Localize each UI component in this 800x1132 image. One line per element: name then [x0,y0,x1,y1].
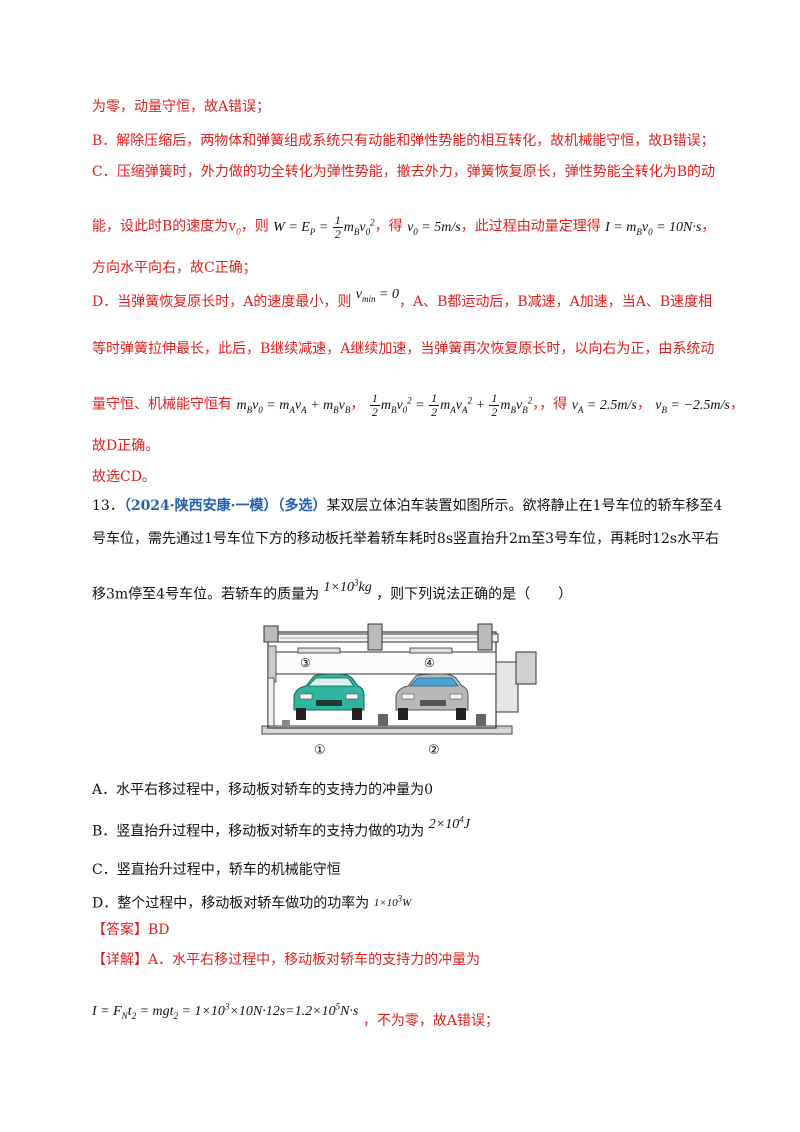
spot3-label: ③ [300,656,311,670]
silver-car-icon [395,673,469,720]
solution-line-3: C．压缩弹簧时，外力做的功全转化为弹性势能，撤去外力，弹簧恢复原长，弹性势能全转… [92,164,715,180]
detail-tag: 【详解】 [92,952,148,968]
text-frag: ，则 [240,218,269,235]
detail-line-1: 【详解】A．水平右移过程中，移动板对轿车的支持力的冲量为 [92,952,481,968]
solution-line-6: D．当弹簧恢复原长时，A的速度最小，则 vmin = 0，A、B都运动后，B减速… [92,287,713,310]
detail-line-2: I = FNt2 = mgt2 = 1×103×10N·12s=1.2×105N… [92,1001,499,1029]
v0-result: v0 = 5m/s [407,219,461,237]
answer-line: 【答案】BD [92,922,170,938]
green-car-icon [293,673,365,720]
question-13-line-3: 移3m停至4号车位。若轿车的质量为 1×103kg ，则下列说法正确的是（ ） [92,577,573,603]
question-13-line-1: 13．（2024·陕西安康·一模）（多选）某双层立体泊车装置如图所示。欲将静止在… [92,498,723,514]
solution-line-5: 方向水平向右，故C正确； [92,260,257,276]
option-c: C．竖直抬升过程中，轿车的机械能守恒 [92,862,341,878]
question-13-line-2: 号车位，需先通过1号车位下方的移动板托举着轿车耗时8s竖直抬升2m至3号车位，再… [92,531,720,547]
solution-line-10: 故选CD。 [92,469,156,485]
impulse-result: I = mBv0 = 10N·s [605,219,702,237]
work-value: 2×104J [428,814,470,832]
vmin-formula: vmin = 0 [355,287,399,304]
question-source-tag: （2024·陕西安康·一模）（多选） [123,498,327,514]
solution-line-9: 故D正确。 [92,438,160,454]
spot2-label: ② [428,743,440,758]
vB-result: vB = −2.5m/s [655,397,730,415]
option-a: A．水平右移过程中，移动板对轿车的支持力的冲量为0 [92,782,434,798]
parking-device-figure: ③ ④ ① ② [261,623,537,758]
momentum-equation: mBv0 = mAvA + mBvB [236,397,351,415]
spot1-label: ① [314,743,326,758]
option-b: B．竖直抬升过程中，移动板对轿车的支持力做的功为 2×104J [92,814,470,840]
spot4-label: ④ [424,656,435,670]
power-value: 1×103W [373,893,412,909]
vA-result: vA = 2.5m/s [571,397,637,415]
impulse-formula: I = FNt2 = mgt2 = 1×103×10N·12s=1.2×105N… [92,1001,359,1021]
text-frag: ，此过程由动量定理得 [460,218,601,235]
solution-line-1: 为零，动量守恒，故A错误； [92,99,271,115]
solution-line-2: B．解除压缩后，两物体和弹簧组成系统只有动能和弹性势能的相互转化，故机械能守恒，… [92,133,715,149]
text-frag: ，得 [374,218,403,235]
text-frag: 能，设此时B的速度为v [92,218,237,235]
solution-line-7: 等时弹簧拉伸最长，此后，B继续减速，A继续加速，当弹簧再次恢复原长时，以向右为正… [92,341,715,357]
car-mass: 1×103kg [323,577,372,595]
option-d: D．整个过程中，移动板对轿车做功的功率为 1×103W [92,893,412,912]
